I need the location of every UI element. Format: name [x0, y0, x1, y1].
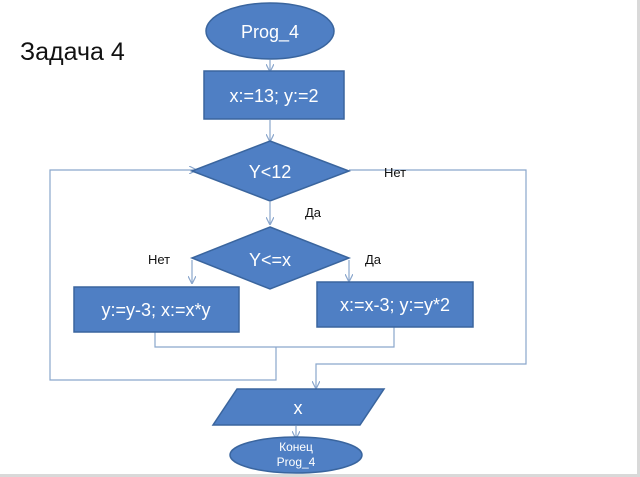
inner-yes-label: Да — [365, 252, 382, 267]
end-label-line1: Конец — [279, 440, 313, 454]
slide-border-bottom — [0, 474, 640, 477]
init-label: x:=13; y:=2 — [229, 86, 318, 106]
start-label: Prog_4 — [241, 22, 299, 43]
slide-title: Задача 4 — [20, 38, 125, 66]
inner-condition-label: Y<=x — [249, 250, 291, 270]
connectors — [49, 60, 527, 438]
output-node: x — [211, 388, 386, 426]
action-yes-label: x:=x-3; y:=y*2 — [340, 295, 450, 315]
connector-merge — [154, 326, 395, 348]
output-label: x — [294, 398, 303, 418]
slide-border-right — [637, 0, 640, 477]
action-no-label: y:=y-3; x:=x*y — [101, 300, 210, 320]
action-yes-process: x:=x-3; y:=y*2 — [316, 281, 474, 328]
loop-no-label: Нет — [384, 165, 406, 180]
connector-loop-exit — [316, 169, 527, 388]
connector-loop-back — [49, 170, 277, 381]
loop-condition-decision: Y<12 — [189, 140, 352, 202]
end-label-line2: Prog_4 — [277, 455, 316, 469]
loop-yes-label: Да — [305, 205, 322, 220]
inner-condition-decision: Y<=x — [189, 226, 352, 290]
end-node: Конец Prog_4 — [229, 436, 363, 474]
init-process: x:=13; y:=2 — [203, 70, 345, 120]
action-no-process: y:=y-3; x:=x*y — [73, 286, 240, 333]
loop-condition-label: Y<12 — [249, 162, 292, 182]
inner-no-label: Нет — [148, 252, 170, 267]
start-node: Prog_4 — [205, 2, 335, 60]
